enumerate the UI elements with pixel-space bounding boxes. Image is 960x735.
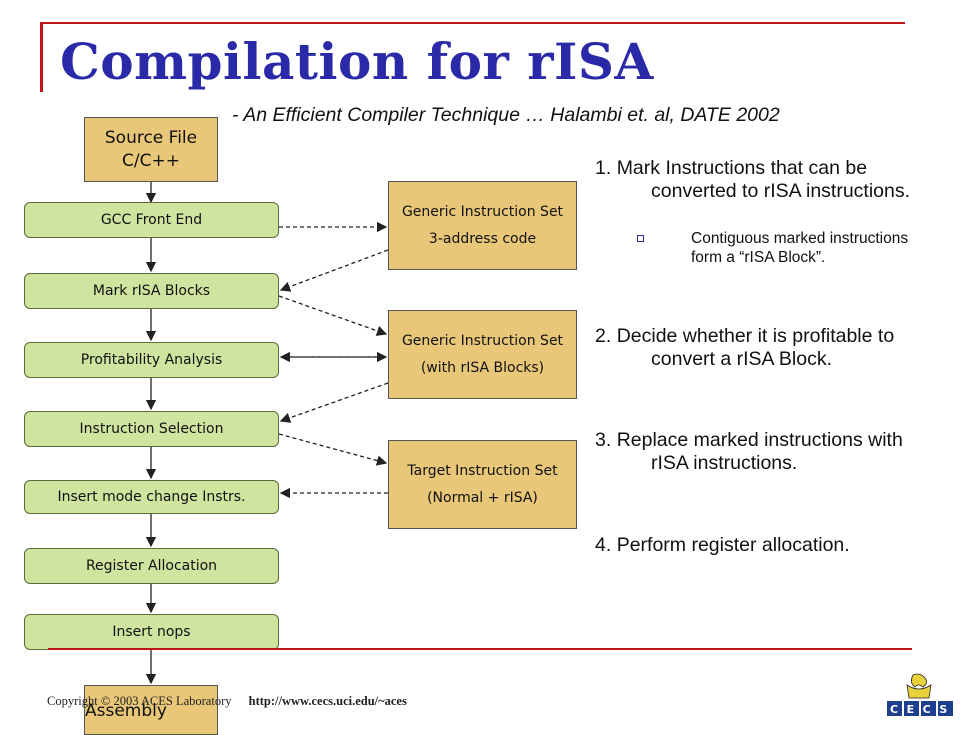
list-item-3: 3. Replace marked instructions with rISA… xyxy=(595,429,915,476)
flow-connectors xyxy=(145,182,389,685)
isa-box-target: Target Instruction Set (Normal + rISA) xyxy=(388,440,577,529)
top-rule xyxy=(40,22,905,24)
list-item-4-number: 4. xyxy=(595,534,612,556)
assembly-box: Assembly xyxy=(84,685,218,735)
isa-box-2-subtitle: (with rISA Blocks) xyxy=(420,359,545,376)
list-item-1-number: 1. xyxy=(595,157,612,179)
step-gcc-front-end: GCC Front End xyxy=(24,202,279,238)
isa-box-3-title: Target Instruction Set xyxy=(407,463,558,480)
dash-isa2-to-select xyxy=(279,382,389,423)
isa-box-generic-risa: Generic Instruction Set (with rISA Block… xyxy=(388,310,577,399)
isa-box-1-subtitle: 3-address code xyxy=(428,230,537,247)
slide-subtitle: - An Efficient Compiler Technique … Hala… xyxy=(232,104,780,126)
list-item-4: 4. Perform register allocation. xyxy=(595,534,915,557)
isa-box-3-subtitle: (Normal + rISA) xyxy=(427,489,538,506)
slide-title: Compilation for rISA xyxy=(60,32,654,91)
footer-copyright: Copyright © 2003 ACES Laboratory xyxy=(47,694,232,708)
list-item-2-number: 2. xyxy=(595,325,612,347)
footer: Copyright © 2003 ACES Laboratory http://… xyxy=(47,694,407,709)
step-instruction-selection: Instruction Selection xyxy=(24,411,279,447)
list-item-1: 1. Mark Instructions that can be convert… xyxy=(595,157,915,204)
step-mark-risa-blocks: Mark rISA Blocks xyxy=(24,273,279,309)
svg-text:CECS: CECS xyxy=(890,703,955,716)
assembly-label: Assembly xyxy=(85,700,167,721)
square-bullet-icon xyxy=(637,235,644,242)
list-item-2-text: Decide whether it is profitable to conve… xyxy=(616,325,895,371)
source-file-line1: Source File xyxy=(104,128,198,149)
left-accent-rule xyxy=(40,22,43,92)
dash-select-to-isa3 xyxy=(278,433,388,466)
list-item-3-text: Replace marked instructions with rISA in… xyxy=(616,429,903,475)
source-file-box: Source File C/C++ xyxy=(84,117,218,182)
bottom-rule xyxy=(48,648,912,650)
list-item-1-text: Mark Instructions that can be converted … xyxy=(616,157,911,203)
isa-box-generic-3addr: Generic Instruction Set 3-address code xyxy=(388,181,577,270)
cecs-logo-icon: CECS xyxy=(887,673,955,716)
footer-url[interactable]: http://www.cecs.uci.edu/~aces xyxy=(248,694,407,708)
dash-isa1-to-mark xyxy=(279,249,389,292)
isa-box-1-title: Generic Instruction Set xyxy=(401,204,564,221)
source-file-line2: C/C++ xyxy=(122,150,180,171)
sub-bullet-text: Contiguous marked instructions form a “r… xyxy=(691,230,909,266)
step-insert-nops: Insert nops xyxy=(24,614,279,650)
dash-mark-to-isa2 xyxy=(278,295,388,336)
step-register-allocation: Register Allocation xyxy=(24,548,279,584)
step-profitability-analysis: Profitability Analysis xyxy=(24,342,279,378)
isa-box-2-title: Generic Instruction Set xyxy=(401,333,564,350)
step-insert-mode-change: Insert mode change Instrs. xyxy=(24,480,279,514)
list-item-3-number: 3. xyxy=(595,429,612,451)
sub-bullet: Contiguous marked instructions form a “r… xyxy=(637,230,915,267)
list-item-4-text: Perform register allocation. xyxy=(616,534,850,556)
list-item-2: 2. Decide whether it is profitable to co… xyxy=(595,325,915,372)
